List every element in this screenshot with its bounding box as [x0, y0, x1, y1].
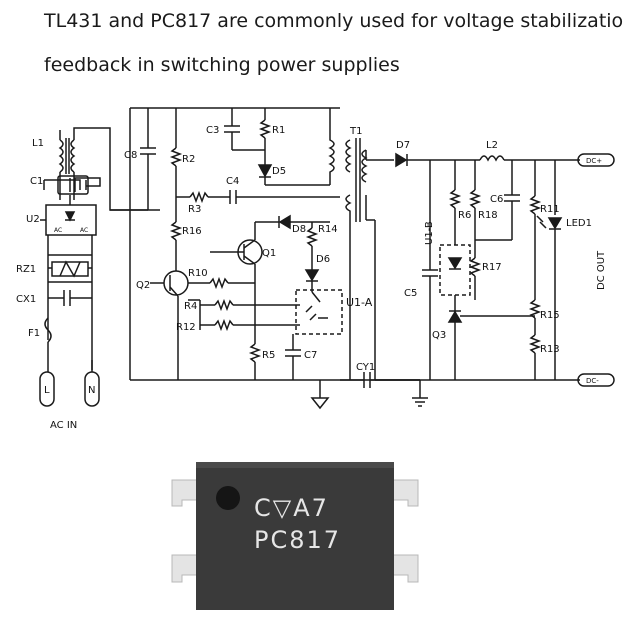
chip-pin1-dot: [216, 486, 240, 510]
label-c8: C8: [124, 150, 137, 161]
label-l2: L2: [486, 140, 498, 151]
label-u2: U2: [26, 214, 40, 225]
label-c1: C1: [30, 176, 43, 187]
label-u1b: U1-B: [424, 221, 435, 245]
label-d7: D7: [396, 140, 410, 151]
label-n-plug: N: [88, 385, 95, 396]
label-r4: R4: [184, 301, 197, 312]
label-u2-ac-right: AC: [80, 227, 88, 234]
label-r18: R18: [478, 210, 498, 221]
label-rz1: RZ1: [16, 264, 36, 275]
chip-pin-bottom-left: [171, 554, 199, 583]
label-d5: D5: [272, 166, 286, 177]
label-f1: F1: [28, 328, 40, 339]
chip-pin-bottom-right: [391, 554, 419, 583]
label-c5: C5: [404, 288, 417, 299]
label-c3: C3: [206, 125, 219, 136]
label-q2: Q2: [136, 280, 150, 291]
label-r17: R17: [482, 262, 502, 273]
l1-coil-right: [70, 139, 76, 173]
label-dc-out: DC OUT: [596, 250, 607, 290]
chip-pin-top-right: [391, 479, 419, 507]
caption-line-2: feedback in switching power supplies: [44, 54, 400, 76]
label-q1: Q1: [262, 248, 276, 259]
label-c6: C6: [490, 194, 503, 205]
pc817-chip: C▽A7 PC817: [171, 462, 419, 610]
label-r3: R3: [188, 204, 201, 215]
label-r1: R1: [272, 125, 285, 136]
label-dc-plus: DC+: [586, 157, 602, 165]
label-cy1: CY1: [356, 362, 375, 373]
l1-coil-left: [58, 130, 64, 173]
label-d8: D8: [292, 224, 306, 235]
label-r16: R16: [182, 226, 202, 237]
label-r10: R10: [188, 268, 208, 279]
label-c4: C4: [226, 176, 239, 187]
chip-pin-top-left: [171, 479, 199, 507]
label-r2: R2: [182, 154, 195, 165]
label-t1: T1: [349, 126, 362, 137]
chip-marking-line2: PC817: [254, 526, 341, 554]
label-c7: C7: [304, 350, 317, 361]
label-r5: R5: [262, 350, 275, 361]
label-cx1: CX1: [16, 294, 36, 305]
label-led1: LED1: [566, 218, 592, 229]
label-r13: R13: [540, 344, 560, 355]
label-u1a: U1-A: [346, 296, 373, 309]
label-dc-minus: DC-: [586, 377, 599, 385]
label-l-plug: L: [44, 385, 50, 396]
label-d6: D6: [316, 254, 330, 265]
label-r11: R11: [540, 204, 560, 215]
label-q3: Q3: [432, 330, 446, 341]
caption-line-1: TL431 and PC817 are commonly used for vo…: [44, 10, 624, 32]
label-r12: R12: [176, 322, 196, 333]
chip-marking-line1: C▽A7: [254, 494, 329, 522]
label-ac-in: AC IN: [50, 420, 77, 431]
label-r15: R15: [540, 310, 560, 321]
label-u2-ac-left: AC: [54, 227, 62, 234]
label-l1: L1: [32, 138, 44, 149]
label-r14: R14: [318, 224, 338, 235]
label-r6: R6: [458, 210, 471, 221]
